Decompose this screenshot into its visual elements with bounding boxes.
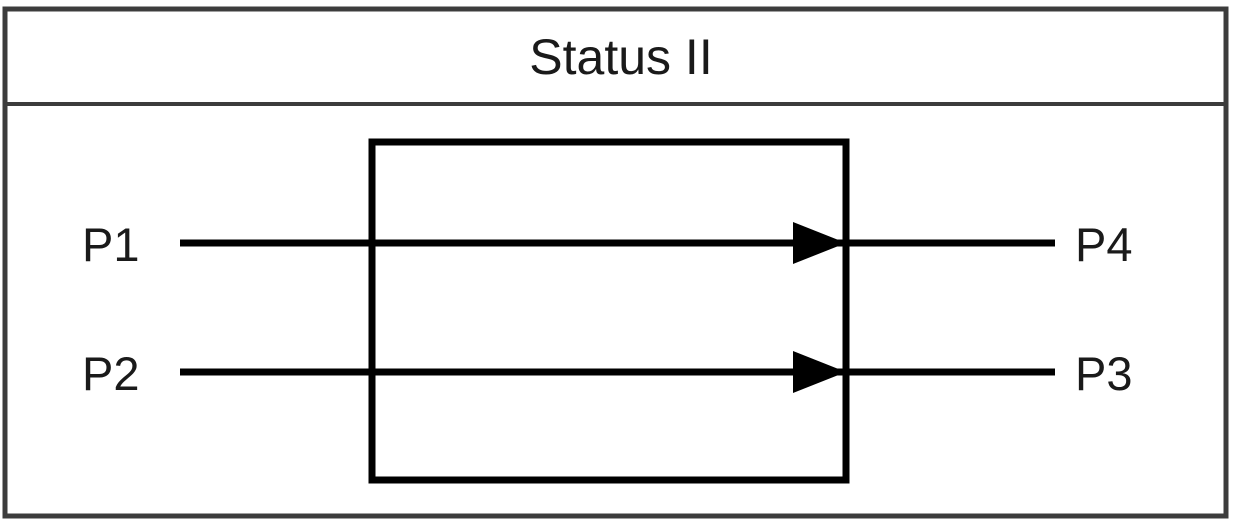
port-label-p4: P4 <box>1075 218 1133 271</box>
arrow-right-icon-p2-p3 <box>793 351 846 393</box>
port-label-p1: P1 <box>82 218 140 271</box>
arrow-right-icon-p1-p4 <box>793 222 846 264</box>
outer-frame <box>2 6 1229 519</box>
port-label-p3: P3 <box>1075 347 1133 400</box>
port-label-p2: P2 <box>82 347 140 400</box>
central-block <box>368 138 850 484</box>
page-title: Status II <box>529 29 712 85</box>
